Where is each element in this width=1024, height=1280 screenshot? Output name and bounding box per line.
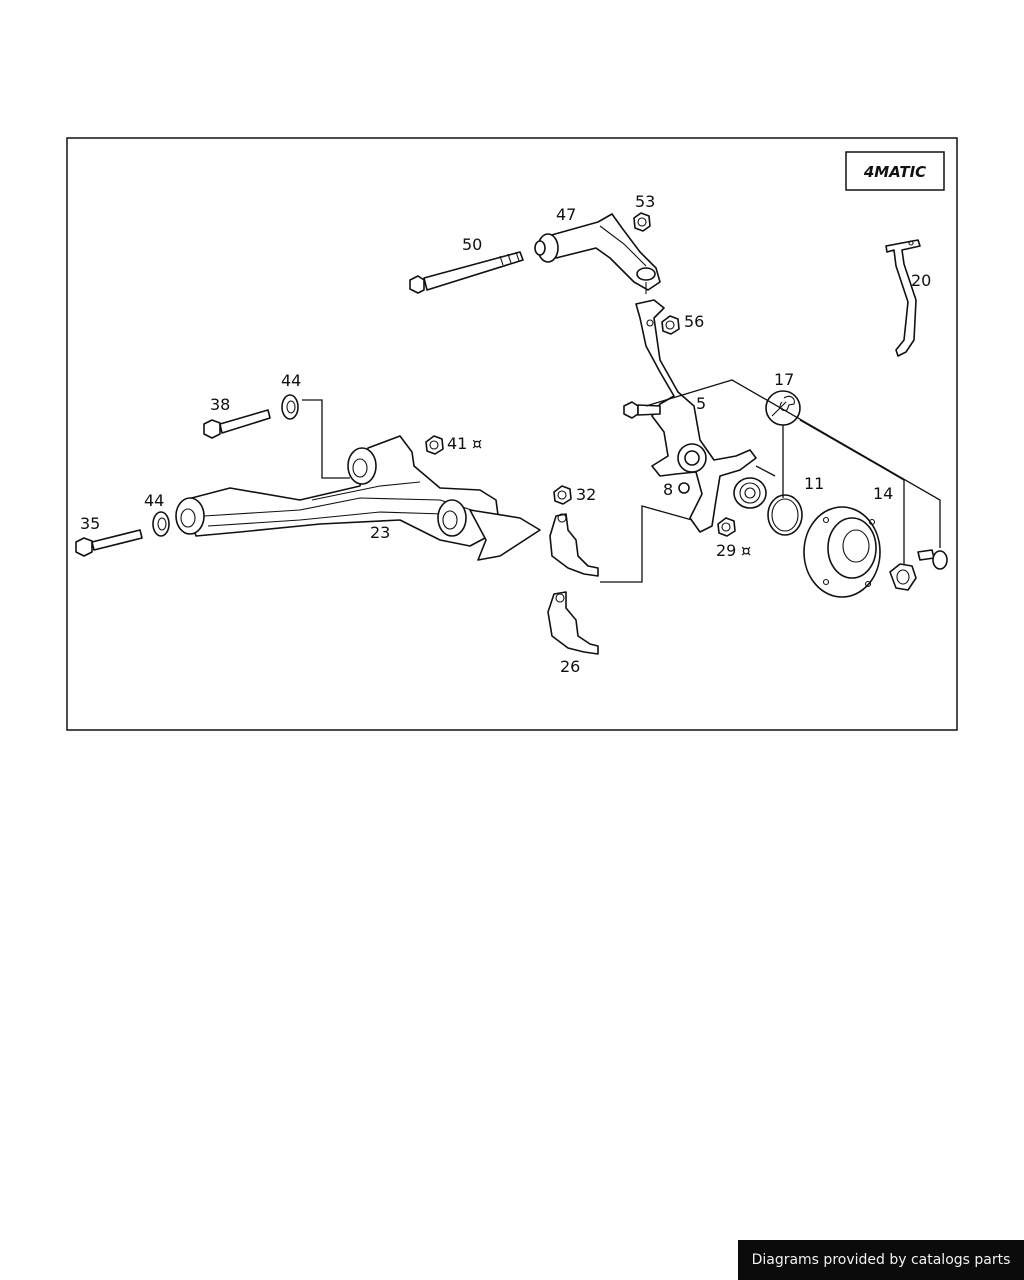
ball-joint-upper: [549, 513, 599, 577]
tool-symbol-17: [765, 390, 801, 426]
callout-11: 11: [804, 474, 824, 493]
knuckle-5: [623, 299, 757, 533]
washer-44-lower: [152, 511, 170, 537]
bracket-20: [885, 239, 921, 357]
nut-32: [553, 485, 572, 505]
callout-56: 56: [684, 312, 704, 331]
callout-5: 5: [696, 394, 706, 413]
wheel-hub-14: [803, 506, 917, 598]
washer-44-upper: [281, 394, 299, 420]
nut-53: [633, 212, 651, 232]
bolt-50: [409, 251, 524, 294]
leader-lines: [302, 379, 941, 583]
callout-35: 35: [80, 514, 100, 533]
callout-50: 50: [462, 235, 482, 254]
callout-53: 53: [635, 192, 655, 211]
callout-20: 20: [911, 271, 931, 290]
marker-41: ¤: [472, 434, 482, 453]
callout-32: 32: [576, 485, 596, 504]
marker-29: ¤: [741, 541, 751, 560]
4matic-badge: 4MATIC: [845, 151, 945, 191]
nut-29: [717, 517, 736, 537]
nut-41: [425, 435, 444, 455]
callouts: 50 47 53 20 56 44 38 17 5 41 11 14 8 32 …: [80, 192, 931, 676]
bolt-38: [203, 409, 271, 439]
callout-38: 38: [210, 395, 230, 414]
snap-ring-11: [767, 494, 803, 536]
wheel-bearing: [733, 477, 767, 509]
callout-8: 8: [663, 480, 673, 499]
callout-26: 26: [560, 657, 580, 676]
bolt-35: [75, 529, 143, 557]
callout-29: 29: [716, 541, 736, 560]
wheel-bolt: [917, 549, 948, 570]
nut-56: [661, 315, 680, 335]
upper-arm-47: [534, 213, 661, 294]
callout-41: 41: [447, 434, 467, 453]
callout-47: 47: [556, 205, 576, 224]
lower-arm-23: [175, 435, 541, 561]
callout-44-lower: 44: [144, 491, 164, 510]
badge-text: 4MATIC: [863, 163, 926, 181]
callout-17: 17: [774, 370, 794, 389]
attribution-footer: Diagrams provided by catalogs parts: [738, 1240, 1024, 1280]
callout-23: 23: [370, 523, 390, 542]
callout-44-upper: 44: [281, 371, 301, 390]
footer-text: Diagrams provided by catalogs parts: [751, 1252, 1011, 1268]
callout-14: 14: [873, 484, 893, 503]
ball-joint-26: [547, 591, 599, 655]
